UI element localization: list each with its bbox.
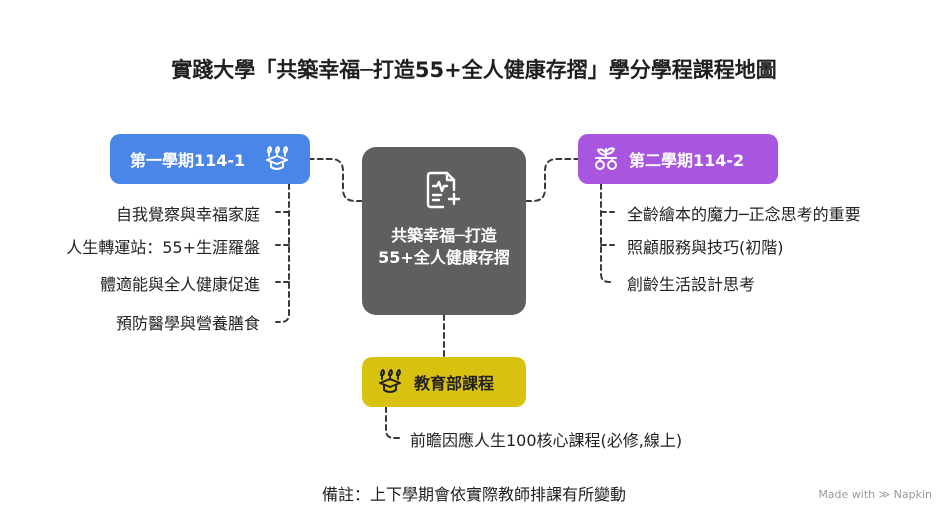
semester1-course-2: 人生轉運站：55+生涯羅盤 [66, 238, 260, 257]
center-node: 共築幸福─打造55+全人健康存摺 [362, 147, 526, 315]
connector-center-semester1 [309, 158, 363, 202]
moe-label: 教育部課程 [414, 374, 495, 393]
moe-node: 教育部課程 [362, 357, 526, 407]
semester1-course-3: 體適能與全人健康促進 [99, 275, 260, 294]
napkin-brand: Made with ≫ Napkin [818, 488, 932, 501]
semester1-node: 第一學期114-1 [110, 134, 310, 184]
health-document-icon [421, 167, 467, 217]
semester1-label: 第一學期114-1 [130, 151, 246, 170]
semester2-course-1: 全齡繪本的魔力─正念思考的重要 [627, 205, 861, 224]
connector-center-semester2 [525, 158, 579, 202]
diagram-title: 實踐大學「共築幸福─打造55+全人健康存摺」學分學程課程地圖 [171, 58, 777, 82]
semester2-label: 第二學期114-2 [629, 151, 745, 170]
connector-semester1-items [275, 183, 290, 323]
moe-course-1: 前瞻因應人生100核心課程(必修,線上) [410, 431, 683, 450]
graduation-cap-icon [374, 367, 404, 397]
semester2-course-2: 照顧服務與技巧(初階) [627, 238, 784, 257]
connector-semester2-items [600, 183, 615, 283]
semester2-node: 第二學期114-2 [578, 134, 778, 184]
semester1-course-1: 自我覺察與幸福家庭 [115, 205, 260, 224]
center-label: 共築幸福─打造55+全人健康存摺 [378, 226, 510, 267]
semester1-course-4: 預防醫學與營養膳食 [115, 314, 260, 333]
connector-moe-items [385, 406, 401, 439]
semester2-course-3: 創齡生活設計思考 [627, 275, 756, 294]
footnote: 備註：上下學期會依實際教師排課有所變動 [321, 485, 626, 504]
graduation-cap-icon [261, 144, 291, 174]
plant-growth-icon [591, 144, 621, 174]
